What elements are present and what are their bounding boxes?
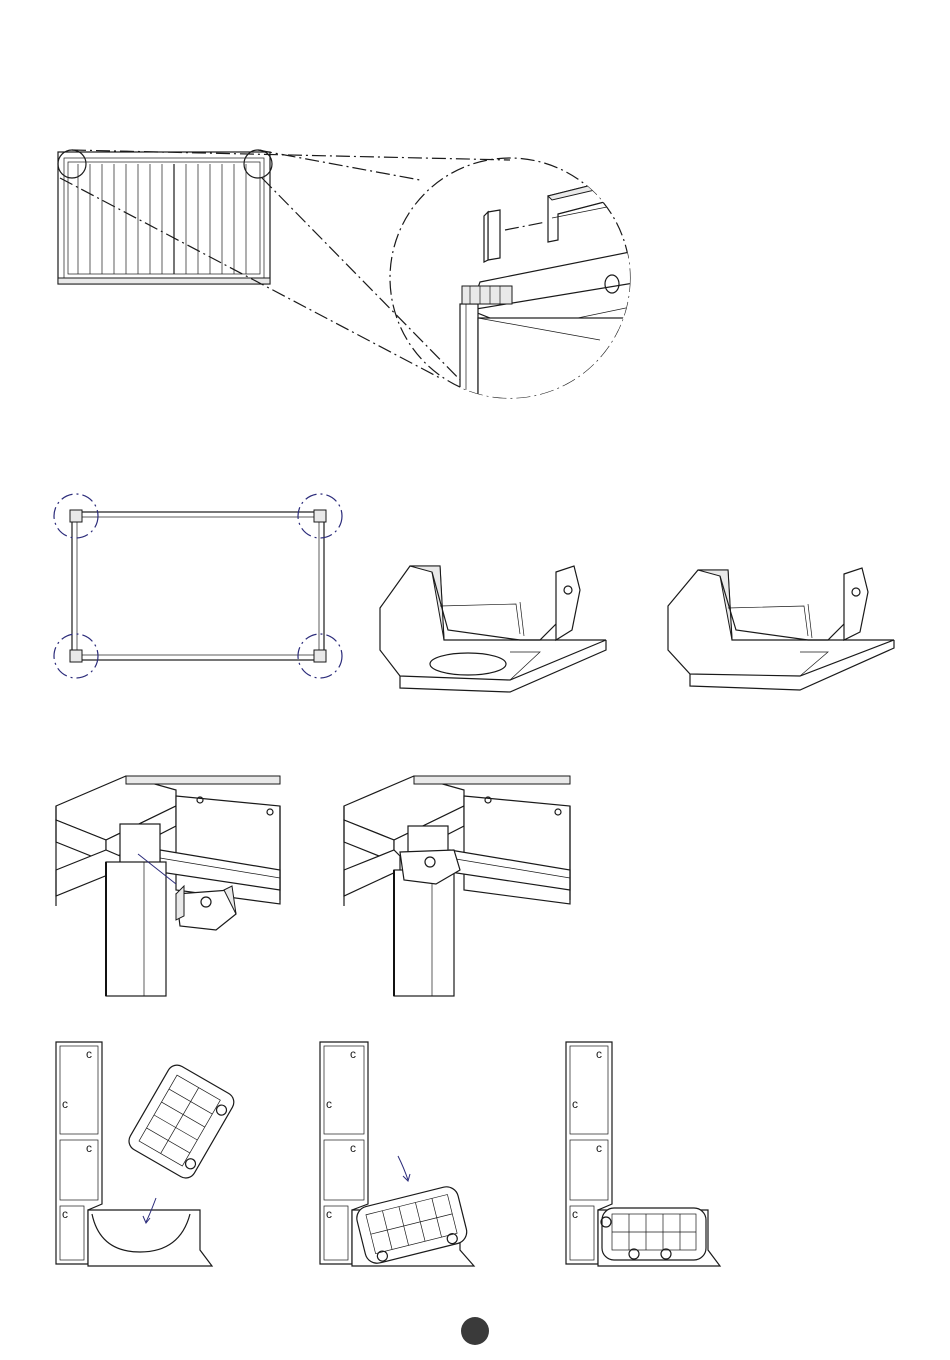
svg-text:c: c	[596, 1141, 602, 1155]
svg-text:c: c	[350, 1141, 356, 1155]
svg-text:c: c	[350, 1047, 356, 1061]
svg-text:c: c	[326, 1207, 332, 1221]
svg-text:c: c	[596, 1047, 602, 1061]
corner-insert-plain	[668, 568, 894, 690]
svg-text:c: c	[572, 1207, 578, 1221]
rail-profile-part	[548, 180, 612, 242]
bracket-part	[176, 886, 236, 930]
figure-panel-overview	[58, 150, 272, 284]
corner-insert-with-hole	[380, 566, 606, 692]
svg-text:c: c	[62, 1097, 68, 1111]
svg-text:c: c	[326, 1097, 332, 1111]
svg-text:c: c	[86, 1047, 92, 1061]
figure-bracket-exploded	[56, 776, 280, 996]
figure-frame-corners	[54, 494, 342, 678]
page-number-badge	[461, 1317, 489, 1345]
gutter-insert-seated	[601, 1208, 706, 1260]
svg-text:c: c	[572, 1097, 578, 1111]
figure-bracket-installed	[344, 776, 570, 996]
gutter-insert-tilted	[125, 1062, 237, 1182]
figure-rotation-step3: c c c c	[566, 1042, 720, 1266]
detail-leader-lines	[60, 150, 510, 390]
figure-corner-detail	[390, 158, 640, 418]
figure-rotation-step2: c c c c	[320, 1042, 474, 1266]
corner-callout-left	[58, 150, 86, 178]
panel-slats	[78, 164, 246, 274]
svg-text:c: c	[62, 1207, 68, 1221]
svg-text:c: c	[86, 1141, 92, 1155]
end-cap-part	[484, 210, 500, 262]
figure-rotation-step1: c c c c	[56, 1042, 237, 1266]
